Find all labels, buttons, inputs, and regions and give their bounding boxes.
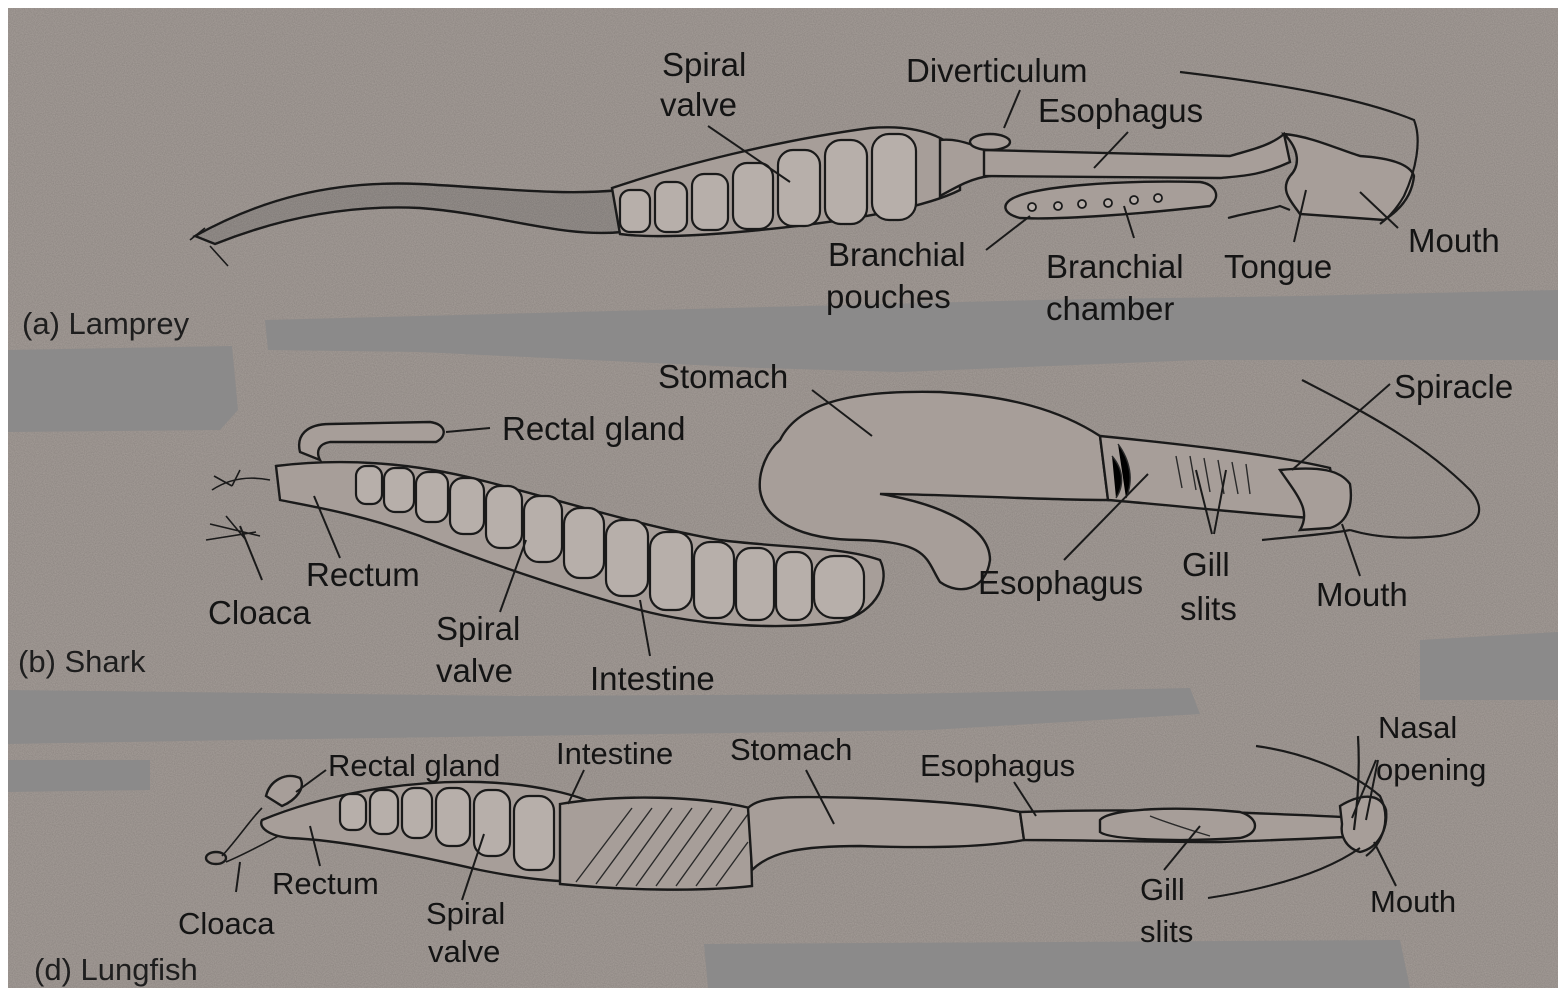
lamprey-diverticulum xyxy=(970,134,1010,150)
lungfish-label-stomach: Stomach xyxy=(730,732,852,767)
lungfish-label-rectum: Rectum xyxy=(272,866,379,901)
lungfish-label-intestine: Intestine xyxy=(556,736,673,771)
lungfish-label-spiral-valve-1: Spiral xyxy=(426,896,505,931)
lamprey-label-tongue: Tongue xyxy=(1224,248,1332,285)
shark-caption: (b) Shark xyxy=(18,644,146,679)
grey-band-left xyxy=(8,346,238,432)
lamprey-label-branchial-pouches-2: pouches xyxy=(826,278,951,315)
lamprey-caption: (a) Lamprey xyxy=(22,306,190,341)
lamprey-label-esophagus: Esophagus xyxy=(1038,92,1203,129)
lungfish-label-nasal-opening-1: Nasal xyxy=(1378,710,1457,745)
lamprey-label-branchial-chamber-1: Branchial xyxy=(1046,248,1184,285)
lamprey-label-diverticulum: Diverticulum xyxy=(906,52,1088,89)
lungfish-label-gill-slits-2: slits xyxy=(1140,914,1193,949)
lamprey-label-spiral-valve-2: valve xyxy=(660,86,737,123)
shark-label-rectum: Rectum xyxy=(306,556,420,593)
lungfish-gill-chamber xyxy=(1100,809,1255,840)
shark-label-mouth: Mouth xyxy=(1316,576,1408,613)
lungfish-label-esophagus: Esophagus xyxy=(920,748,1075,783)
shark-label-spiral-valve-1: Spiral xyxy=(436,610,520,647)
shark-label-esophagus: Esophagus xyxy=(978,564,1143,601)
lungfish-label-rectal-gland: Rectal gland xyxy=(328,748,500,783)
grey-band-right-shark xyxy=(1420,632,1558,700)
lamprey-label-spiral-valve-1: Spiral xyxy=(662,46,746,83)
shark-label-spiracle: Spiracle xyxy=(1394,368,1513,405)
shark-label-gill-slits-1: Gill xyxy=(1182,546,1230,583)
shark-label-rectal-gland: Rectal gland xyxy=(502,410,685,447)
shark-label-spiral-valve-2: valve xyxy=(436,652,513,689)
shark-label-cloaca: Cloaca xyxy=(208,594,311,631)
shark-label-intestine: Intestine xyxy=(590,660,715,697)
lamprey-label-mouth: Mouth xyxy=(1408,222,1500,259)
lungfish-label-nasal-opening-2: opening xyxy=(1376,752,1486,787)
lungfish-label-cloaca: Cloaca xyxy=(178,906,275,941)
lungfish-label-gill-slits-1: Gill xyxy=(1140,872,1185,907)
shark-label-gill-slits-2: slits xyxy=(1180,590,1237,627)
lamprey-label-branchial-pouches-1: Branchial xyxy=(828,236,966,273)
lamprey-label-branchial-chamber-2: chamber xyxy=(1046,290,1174,327)
lungfish-label-spiral-valve-2: valve xyxy=(428,934,500,969)
lungfish-label-mouth: Mouth xyxy=(1370,884,1456,919)
lungfish-caption: (d) Lungfish xyxy=(34,952,198,987)
shark-label-stomach: Stomach xyxy=(658,358,788,395)
grey-band-bottom xyxy=(704,940,1410,988)
grey-band-left-low xyxy=(8,760,150,792)
